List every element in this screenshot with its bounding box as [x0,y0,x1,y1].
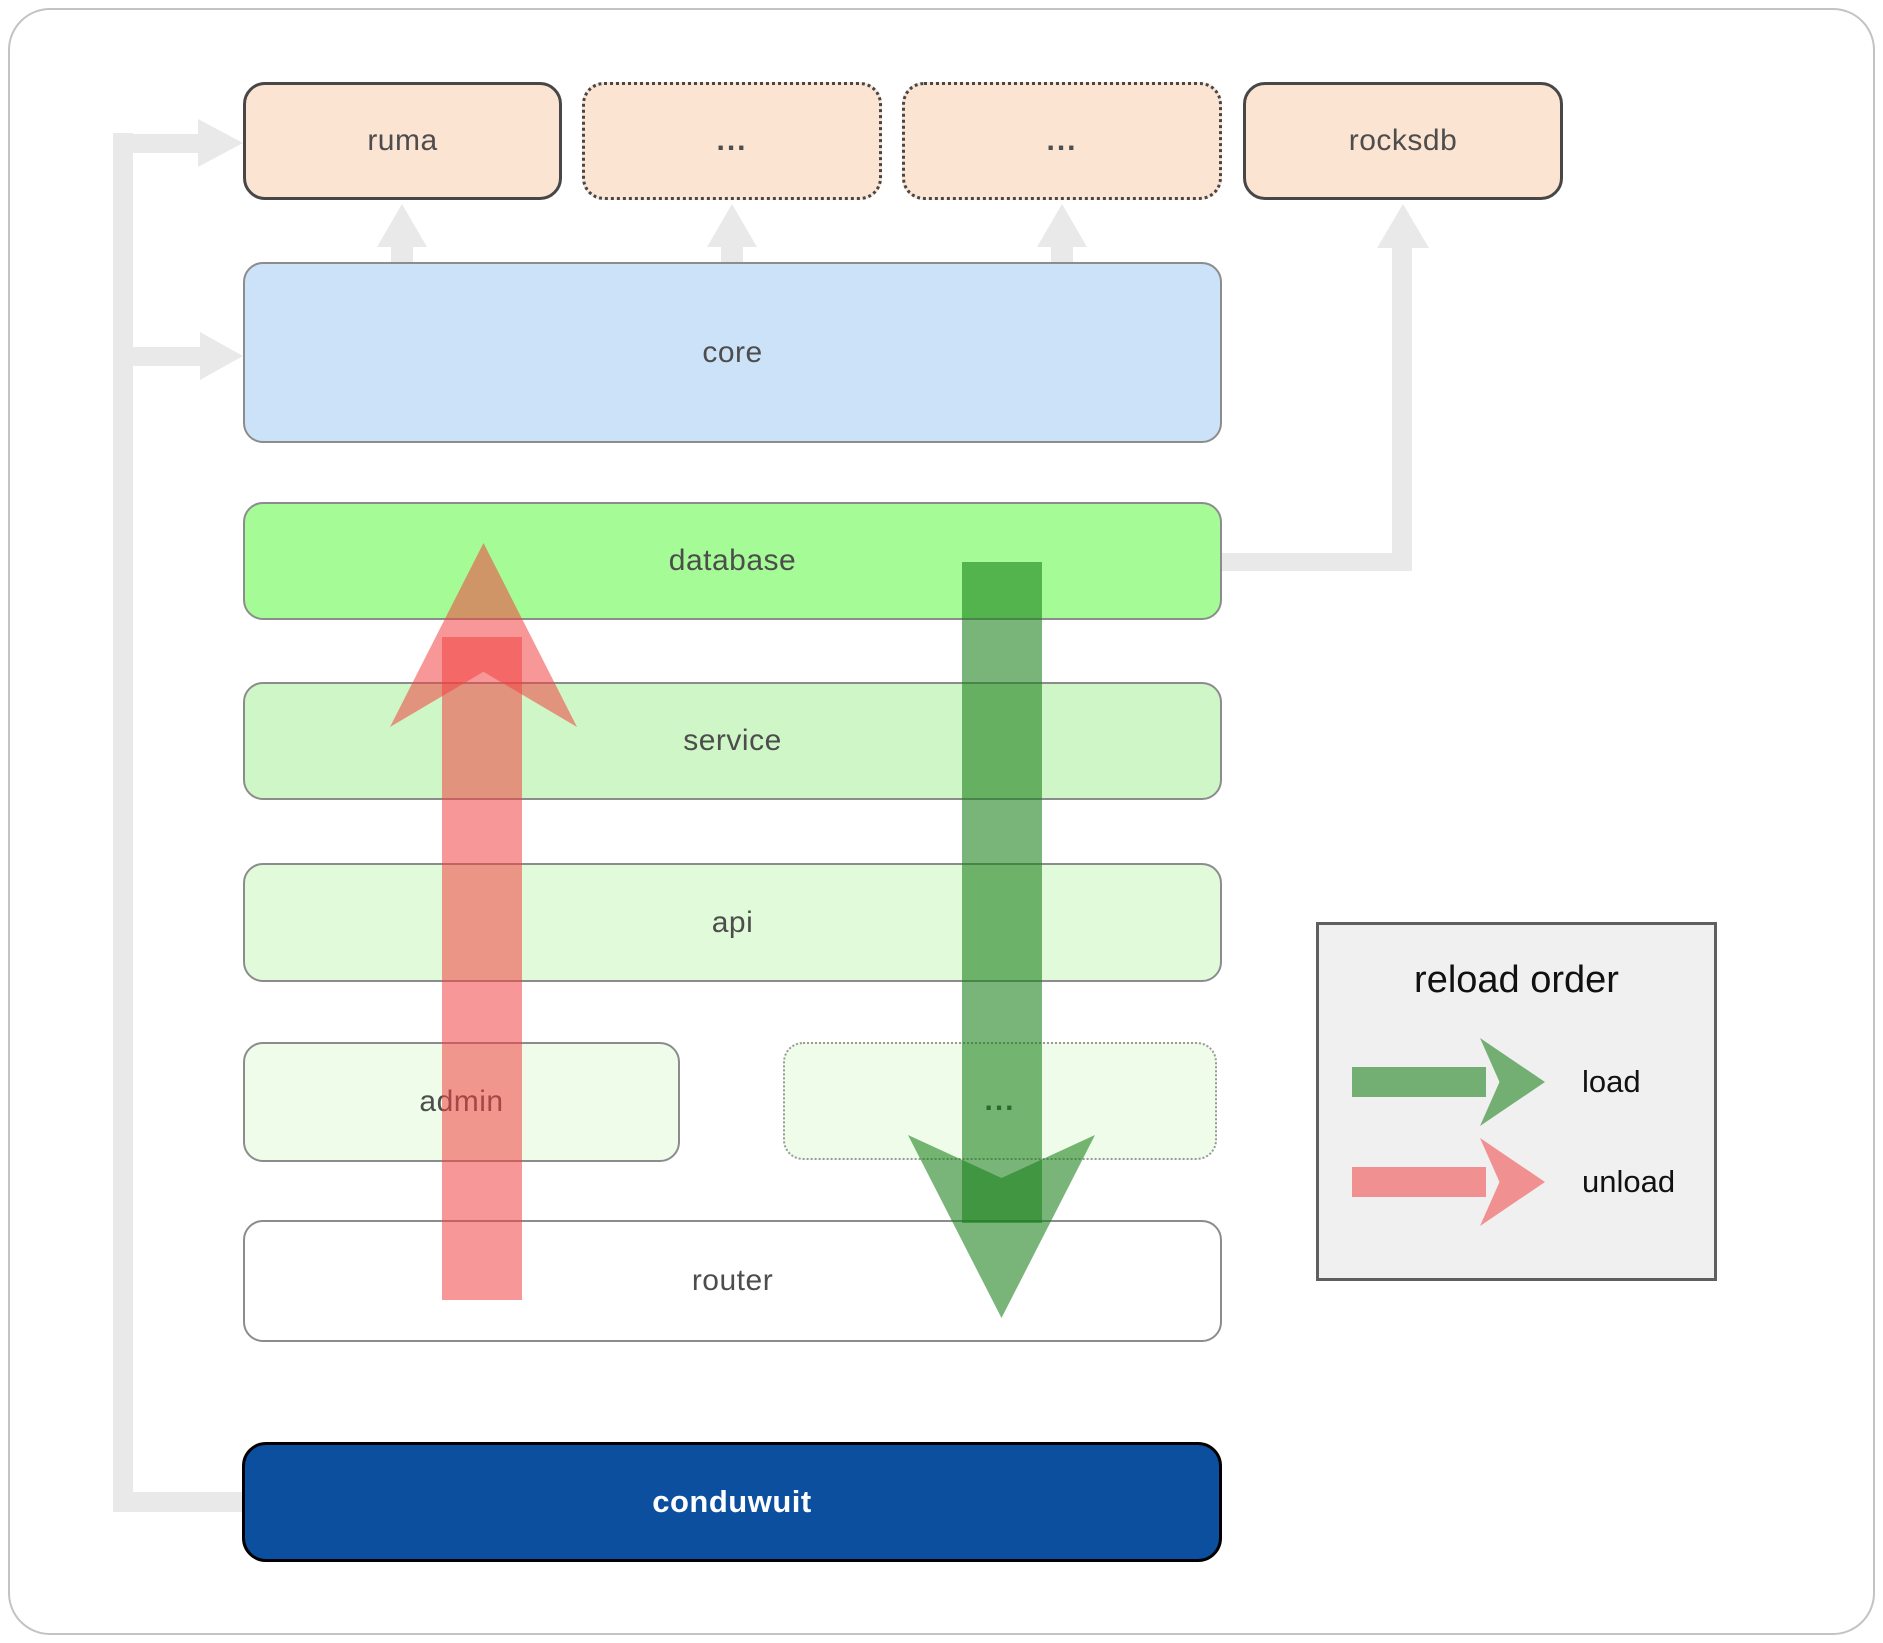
node-rocksdb-label: rocksdb [1348,124,1458,157]
connector-conduwuit-horizontal [113,1492,243,1512]
node-database: database [243,502,1222,620]
connector-trunk-vertical [113,133,133,1512]
legend-load-label: load [1582,1064,1641,1099]
connector-database-rocksdb-vertical [1392,248,1412,571]
node-conduwuit-label: conduwuit [652,1484,812,1519]
node-conduwuit: conduwuit [242,1442,1222,1562]
node-dots-top-1: ... [582,82,882,200]
connector-ruma-branch [133,134,199,153]
node-ruma-label: ruma [367,124,438,157]
node-service-label: service [683,724,782,757]
legend-load-arrow-shaft-icon [1352,1067,1486,1097]
node-dots-top-2: ... [902,82,1222,200]
node-core: core [243,262,1222,443]
node-ruma: ruma [243,82,562,200]
node-router-label: router [691,1264,774,1297]
node-dots-top-1-label: ... [716,124,748,157]
connector-core-dots1-shaft [721,247,743,263]
node-rocksdb: rocksdb [1243,82,1563,200]
node-router: router [243,1220,1222,1342]
node-dots-top-2-label: ... [1046,124,1078,157]
connector-core-branch [133,347,201,366]
connector-core-dots2-shaft [1051,247,1073,263]
node-core-label: core [702,335,763,369]
legend-unload-label: unload [1582,1164,1676,1199]
legend-unload-arrow-shaft-icon [1352,1167,1486,1197]
legend-title: reload order [1414,959,1619,1001]
unload-arrow-shaft-icon [442,637,522,1300]
node-api: api [243,863,1222,982]
diagram-outer-frame [8,8,1875,1635]
connector-database-rocksdb-horizontal [1222,553,1412,571]
node-database-label: database [668,544,797,577]
connector-core-ruma-shaft [391,247,413,263]
node-service: service [243,682,1222,800]
legend: reload order [1316,922,1717,1281]
load-arrow-shaft-icon [962,562,1042,1223]
node-api-label: api [711,905,754,939]
